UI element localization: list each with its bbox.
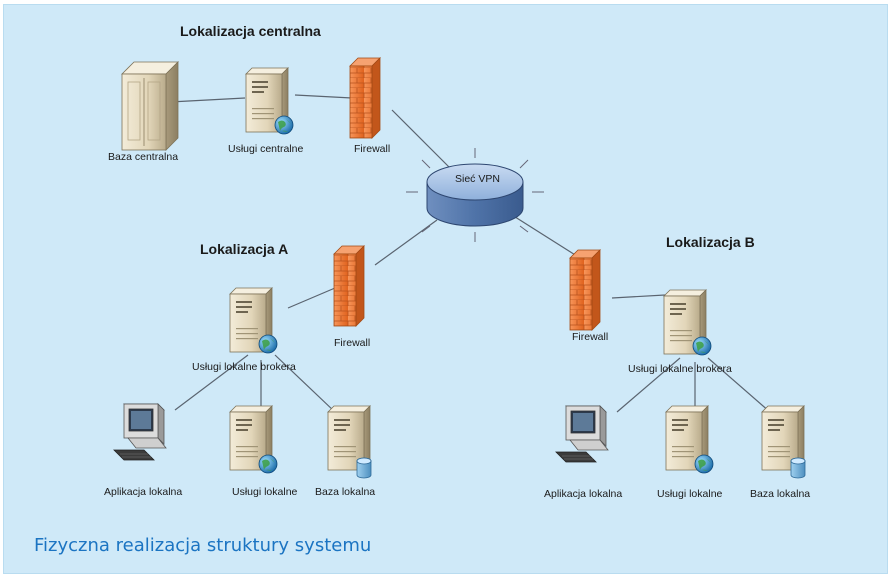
link-broker-a-app (174, 354, 249, 411)
site-b-broker-label: Usługi lokalne brokera (628, 363, 732, 375)
site-a-app-label: Aplikacja lokalna (104, 486, 182, 498)
globe-icon (258, 334, 278, 354)
server-icon (663, 289, 712, 356)
firewall-icon (349, 57, 381, 139)
globe-icon (692, 336, 712, 356)
database-server-icon (327, 405, 372, 479)
vpn-label: Sieć VPN (455, 173, 500, 185)
firewall-icon (333, 245, 365, 327)
link-vpn-firewall-a (374, 219, 438, 266)
connections (169, 94, 771, 413)
site-a-title: Lokalizacja A (200, 241, 288, 257)
link-firewall-b-broker (611, 294, 666, 299)
workstation-icon (555, 405, 609, 463)
link-vpn-firewall-b (511, 214, 581, 259)
central-firewall-label: Firewall (354, 143, 390, 155)
globe-icon (694, 454, 714, 474)
database-server-icon (761, 405, 806, 479)
link-firewall-a-broker (287, 287, 336, 309)
site-b-database-label: Baza lokalna (750, 488, 810, 500)
vpn-router-icon (406, 148, 544, 242)
server-icon (245, 67, 294, 135)
site-b-services-label: Usługi lokalne (657, 488, 723, 500)
link-central-db-services (169, 97, 246, 103)
link-broker-b-db (707, 357, 771, 413)
server-icon (665, 405, 714, 474)
central-database-label: Baza centralna (108, 151, 178, 163)
workstation-icon (113, 403, 167, 461)
figure-caption: Fizyczna realizacja struktury systemu (34, 535, 372, 556)
globe-icon (274, 115, 294, 135)
site-a-services-label: Usługi lokalne (232, 486, 298, 498)
database-server-icon (121, 61, 179, 151)
site-b-firewall-label: Firewall (572, 331, 608, 343)
link-firewall-vpn (391, 109, 451, 169)
server-icon (229, 405, 278, 474)
server-icon (229, 287, 278, 354)
site-b-app-label: Aplikacja lokalna (544, 488, 622, 500)
database-icon (790, 457, 806, 479)
central-site-title: Lokalizacja centralna (180, 23, 321, 39)
site-a-database-label: Baza lokalna (315, 486, 375, 498)
link-services-firewall (294, 94, 353, 99)
site-b-title: Lokalizacja B (666, 234, 755, 250)
site-a-broker-label: Usługi lokalne brokera (192, 361, 296, 373)
firewall-icon (569, 249, 601, 331)
link-broker-a-db (274, 354, 336, 413)
link-broker-b-app (616, 357, 681, 413)
central-services-label: Usługi centralne (228, 143, 303, 155)
site-a-firewall-label: Firewall (334, 337, 370, 349)
database-icon (356, 457, 372, 479)
globe-icon (258, 454, 278, 474)
